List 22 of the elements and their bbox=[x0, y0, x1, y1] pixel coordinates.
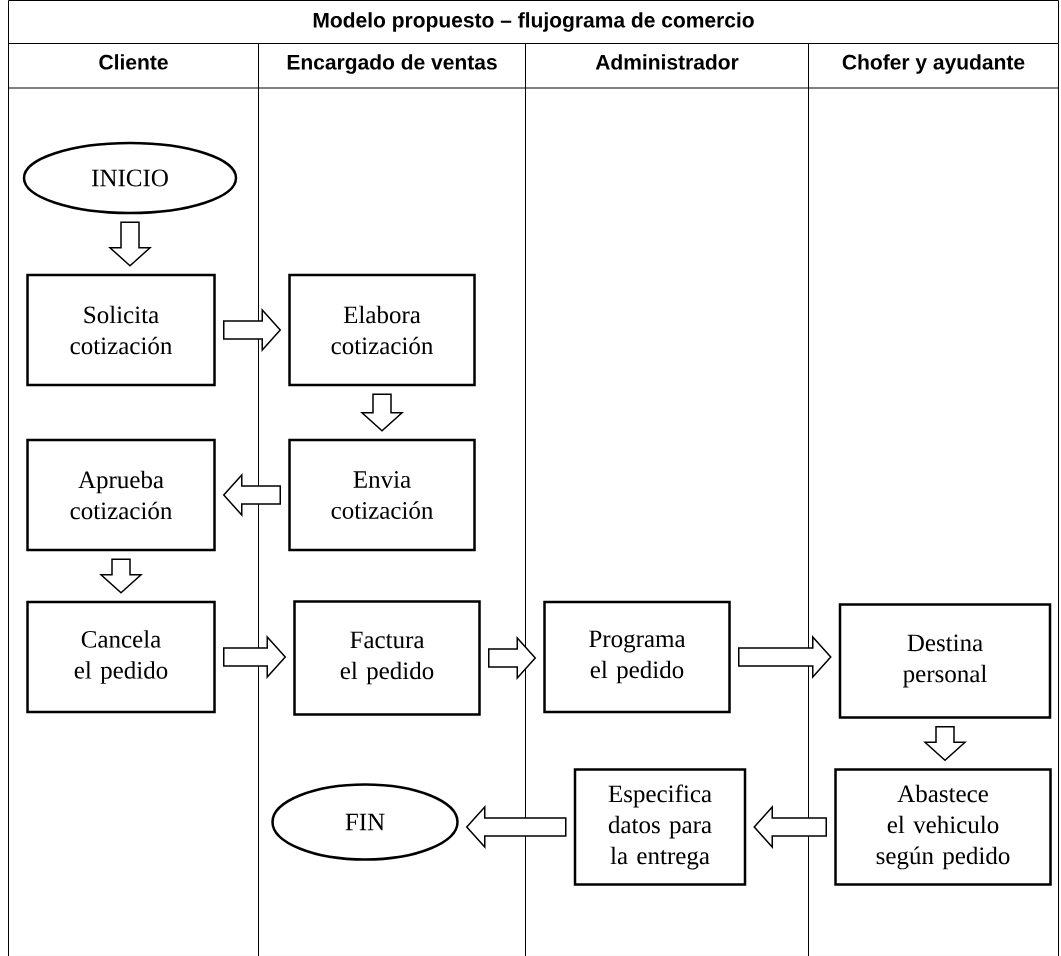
process-box: Programa el pedido bbox=[543, 600, 731, 714]
process-box: Destina personal bbox=[838, 603, 1052, 719]
process-box: Aprueba cotización bbox=[26, 438, 216, 552]
block-arrow bbox=[108, 221, 152, 267]
block-arrow bbox=[223, 308, 282, 352]
block-arrow bbox=[360, 393, 404, 432]
process-box: Factura el pedido bbox=[293, 600, 481, 716]
process-box: Solicita cotización bbox=[26, 273, 216, 387]
process-box: Abastece el vehiculo según pedido bbox=[834, 768, 1052, 886]
block-arrow bbox=[223, 635, 287, 679]
process-box: Envia cotización bbox=[288, 438, 476, 552]
block-arrow bbox=[923, 726, 967, 762]
title-bar: Modelo propuesto – flujograma de comercio bbox=[8, 0, 1059, 44]
process-box: Especifica datos para la entrega bbox=[573, 768, 747, 886]
block-arrow bbox=[738, 635, 832, 679]
process-box: Cancela el pedido bbox=[26, 600, 216, 714]
block-arrow bbox=[488, 636, 537, 680]
block-arrow bbox=[222, 473, 281, 517]
block-arrow bbox=[753, 805, 827, 849]
process-box: Elabora cotización bbox=[288, 273, 476, 387]
block-arrow bbox=[99, 558, 143, 594]
block-arrow bbox=[465, 805, 567, 849]
